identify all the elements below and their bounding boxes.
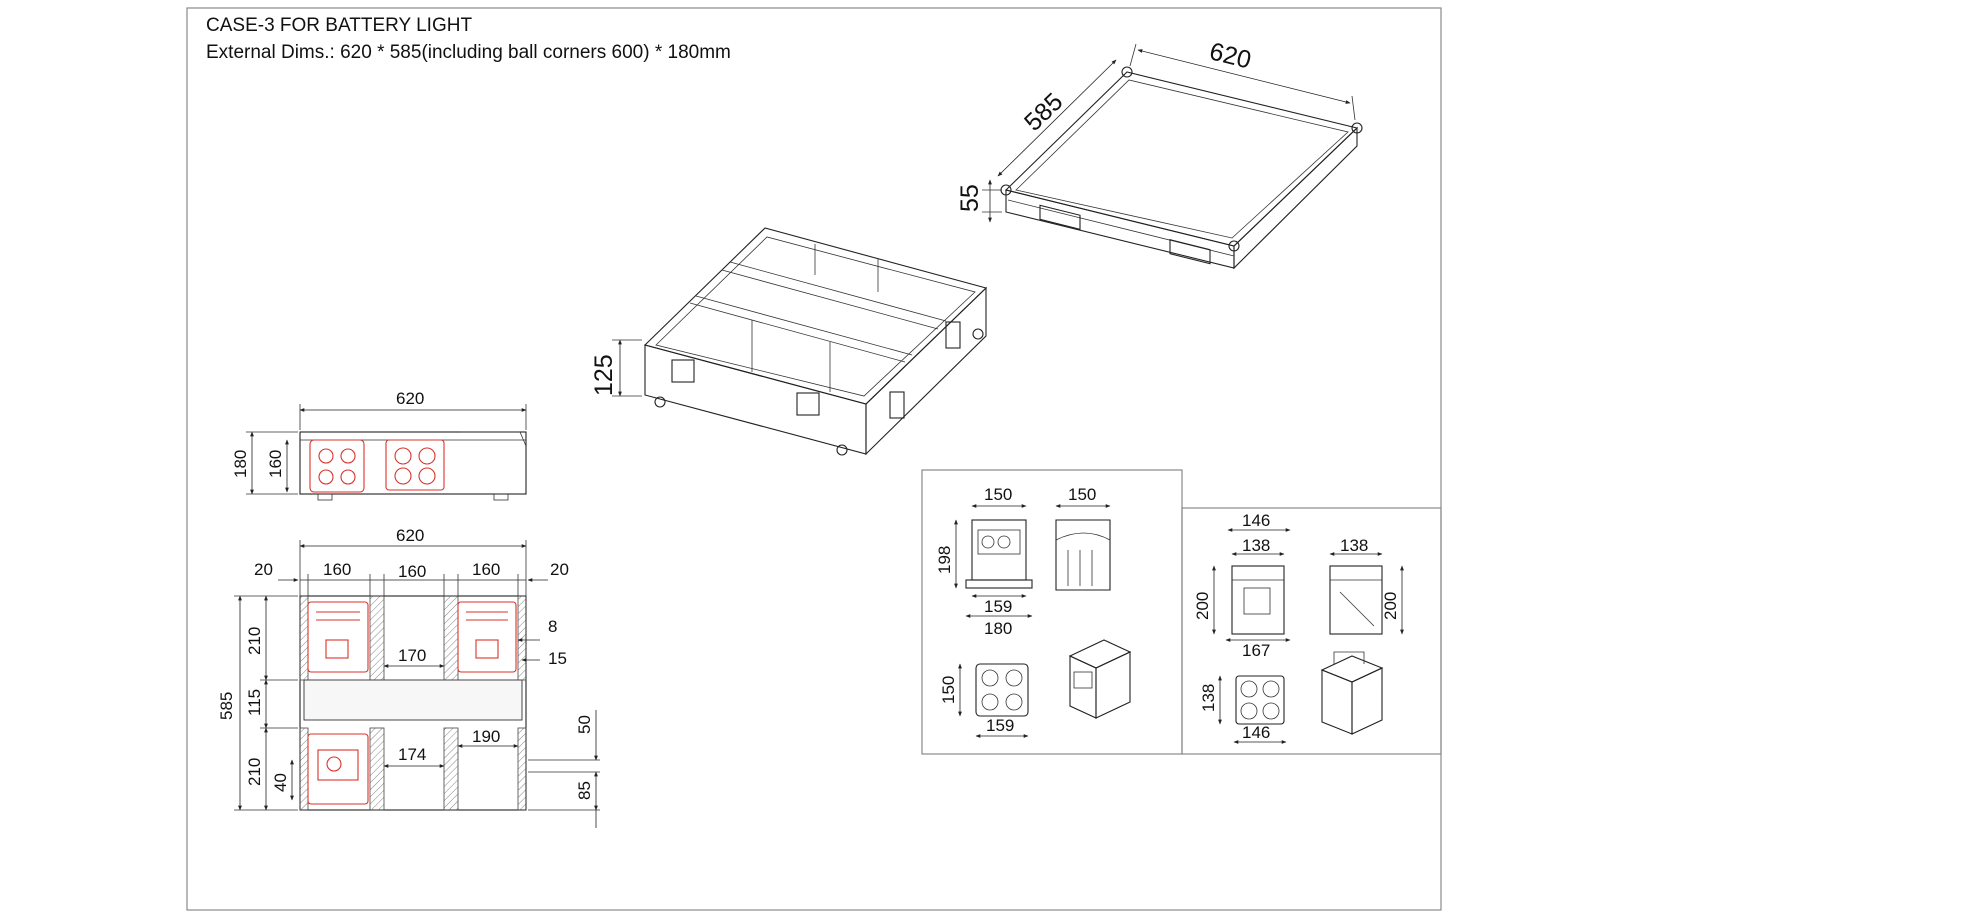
top-overall-depth-label: 585 <box>217 692 236 720</box>
light-b-detail: 146 138 200 167 138 200 138 146 <box>1181 507 1442 755</box>
base-height-label: 125 <box>590 354 618 396</box>
sheet-frame <box>186 7 1442 911</box>
light-a-detail: 150 198 159 180 150 150 159 <box>921 469 1183 755</box>
top-view: 620 20 160 160 160 20 585 210 115 210 40 <box>217 526 600 828</box>
light-b-height-left-label: 200 <box>1193 592 1212 620</box>
light-b-outer-width-label: 146 <box>1242 511 1270 530</box>
clear-top-label: 170 <box>398 646 426 665</box>
light-a-height-label: 198 <box>935 546 954 574</box>
side-width-label: 620 <box>396 389 424 408</box>
external-dimensions: External Dims.: 620 * 585(including ball… <box>206 42 731 63</box>
bay-2-label: 160 <box>398 562 426 581</box>
low-offset-label: 40 <box>271 773 290 792</box>
title-block: CASE-3 FOR BATTERY LIGHT External Dims.:… <box>206 15 731 63</box>
light-b-top-width-label: 146 <box>1242 723 1270 742</box>
side-outer-height-label: 180 <box>231 450 250 478</box>
light-b-inner-width-label: 138 <box>1242 536 1270 555</box>
margin-right-label: 20 <box>550 560 569 579</box>
light-a-top-depth-label: 150 <box>939 676 958 704</box>
wall-label: 8 <box>548 617 557 636</box>
light-a-base-width-label: 159 <box>984 597 1012 616</box>
side-view: 620 180 160 <box>231 389 527 501</box>
drawing-title: CASE-3 FOR BATTERY LIGHT <box>206 15 472 36</box>
right-bottom-label: 85 <box>575 781 594 800</box>
light-b-height-right-label: 200 <box>1381 592 1400 620</box>
light-a-side-width-label: 150 <box>1068 485 1096 504</box>
middle-gap-label: 115 <box>245 689 264 716</box>
row-top-label: 210 <box>245 627 264 655</box>
right-top-label: 50 <box>575 715 594 734</box>
light-a-foot-width-label: 180 <box>984 619 1012 638</box>
lid-height-label: 55 <box>956 184 984 212</box>
light-b-top-depth-label: 138 <box>1199 684 1218 712</box>
lid-depth-label: 585 <box>1019 88 1068 137</box>
top-overall-width-label: 620 <box>396 526 424 545</box>
bay-1-label: 160 <box>323 560 351 579</box>
light-b-base-width-label: 167 <box>1242 641 1270 660</box>
row-bottom-label: 210 <box>245 758 264 786</box>
iso-base: 125 <box>590 227 988 456</box>
iso-lid: 620 585 55 <box>956 37 1363 270</box>
margin-left-label: 20 <box>254 560 273 579</box>
side-inner-height-label: 160 <box>266 450 285 478</box>
light-a-front-width-label: 150 <box>984 485 1012 504</box>
spacing-label: 15 <box>548 649 567 668</box>
clear-bottom-label: 174 <box>398 745 426 764</box>
right-bay-label: 190 <box>472 727 500 746</box>
light-b-side-width-label: 138 <box>1340 536 1368 555</box>
bay-3-label: 160 <box>472 560 500 579</box>
light-a-top-width-label: 159 <box>986 716 1014 735</box>
